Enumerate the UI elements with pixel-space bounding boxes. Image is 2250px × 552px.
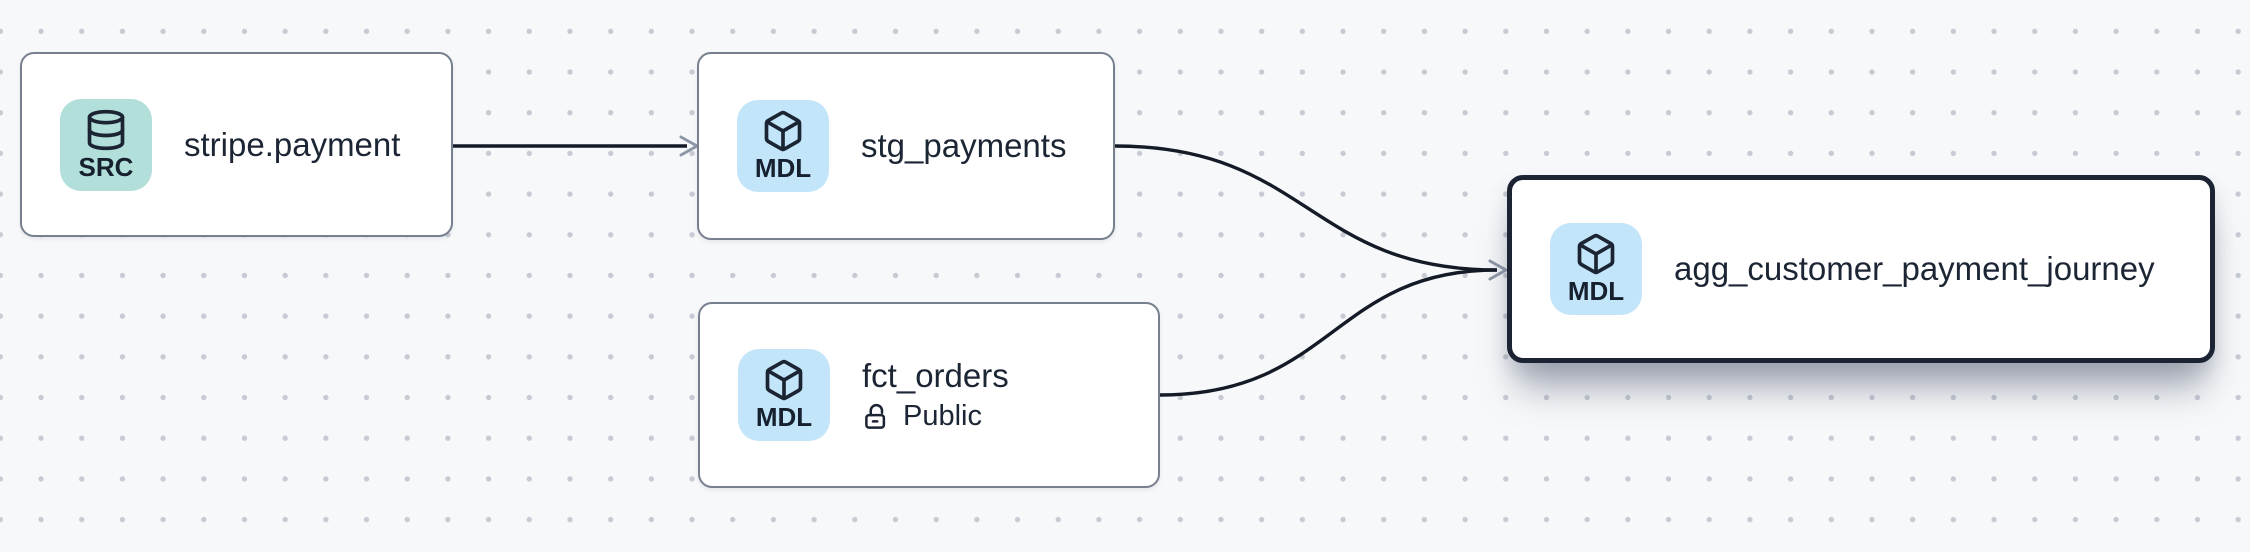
edge-stg-payments-to-agg-customer-payment-journey [1114, 144, 1498, 272]
node-title: fct_orders [862, 357, 1009, 395]
node-title: agg_customer_payment_journey [1674, 250, 2155, 288]
badge-label: SRC [78, 151, 134, 182]
database-icon [87, 109, 125, 150]
node-title: stripe.payment [184, 125, 401, 163]
box-icon [765, 360, 803, 401]
lock-open-icon [865, 403, 886, 429]
badge-label: MDL [1567, 276, 1625, 307]
access-level-label: Public [903, 400, 982, 433]
box-icon [764, 111, 802, 152]
badge-label: MDL [754, 153, 812, 184]
node-fct-orders[interactable]: MDL fct_orders Public [698, 302, 1160, 488]
edge-fct-orders-to-agg-customer-payment-journey [1159, 268, 1498, 397]
access-level: Public [862, 400, 1009, 433]
model-type-badge: MDL [737, 100, 829, 192]
node-stg-payments[interactable]: MDL stg_payments [697, 52, 1115, 240]
model-type-badge: MDL [1550, 223, 1642, 315]
node-stripe-payment[interactable]: SRC stripe.payment [20, 52, 453, 237]
box-icon [1577, 234, 1615, 275]
source-type-badge: SRC [60, 98, 152, 191]
node-title: stg_payments [861, 127, 1067, 165]
node-agg-customer-payment-journey[interactable]: MDL agg_customer_payment_journey [1507, 175, 2215, 363]
badge-label: MDL [755, 402, 813, 433]
model-type-badge: MDL [738, 349, 830, 441]
arrow-icon [1488, 259, 1508, 281]
arrow-icon [679, 135, 699, 157]
